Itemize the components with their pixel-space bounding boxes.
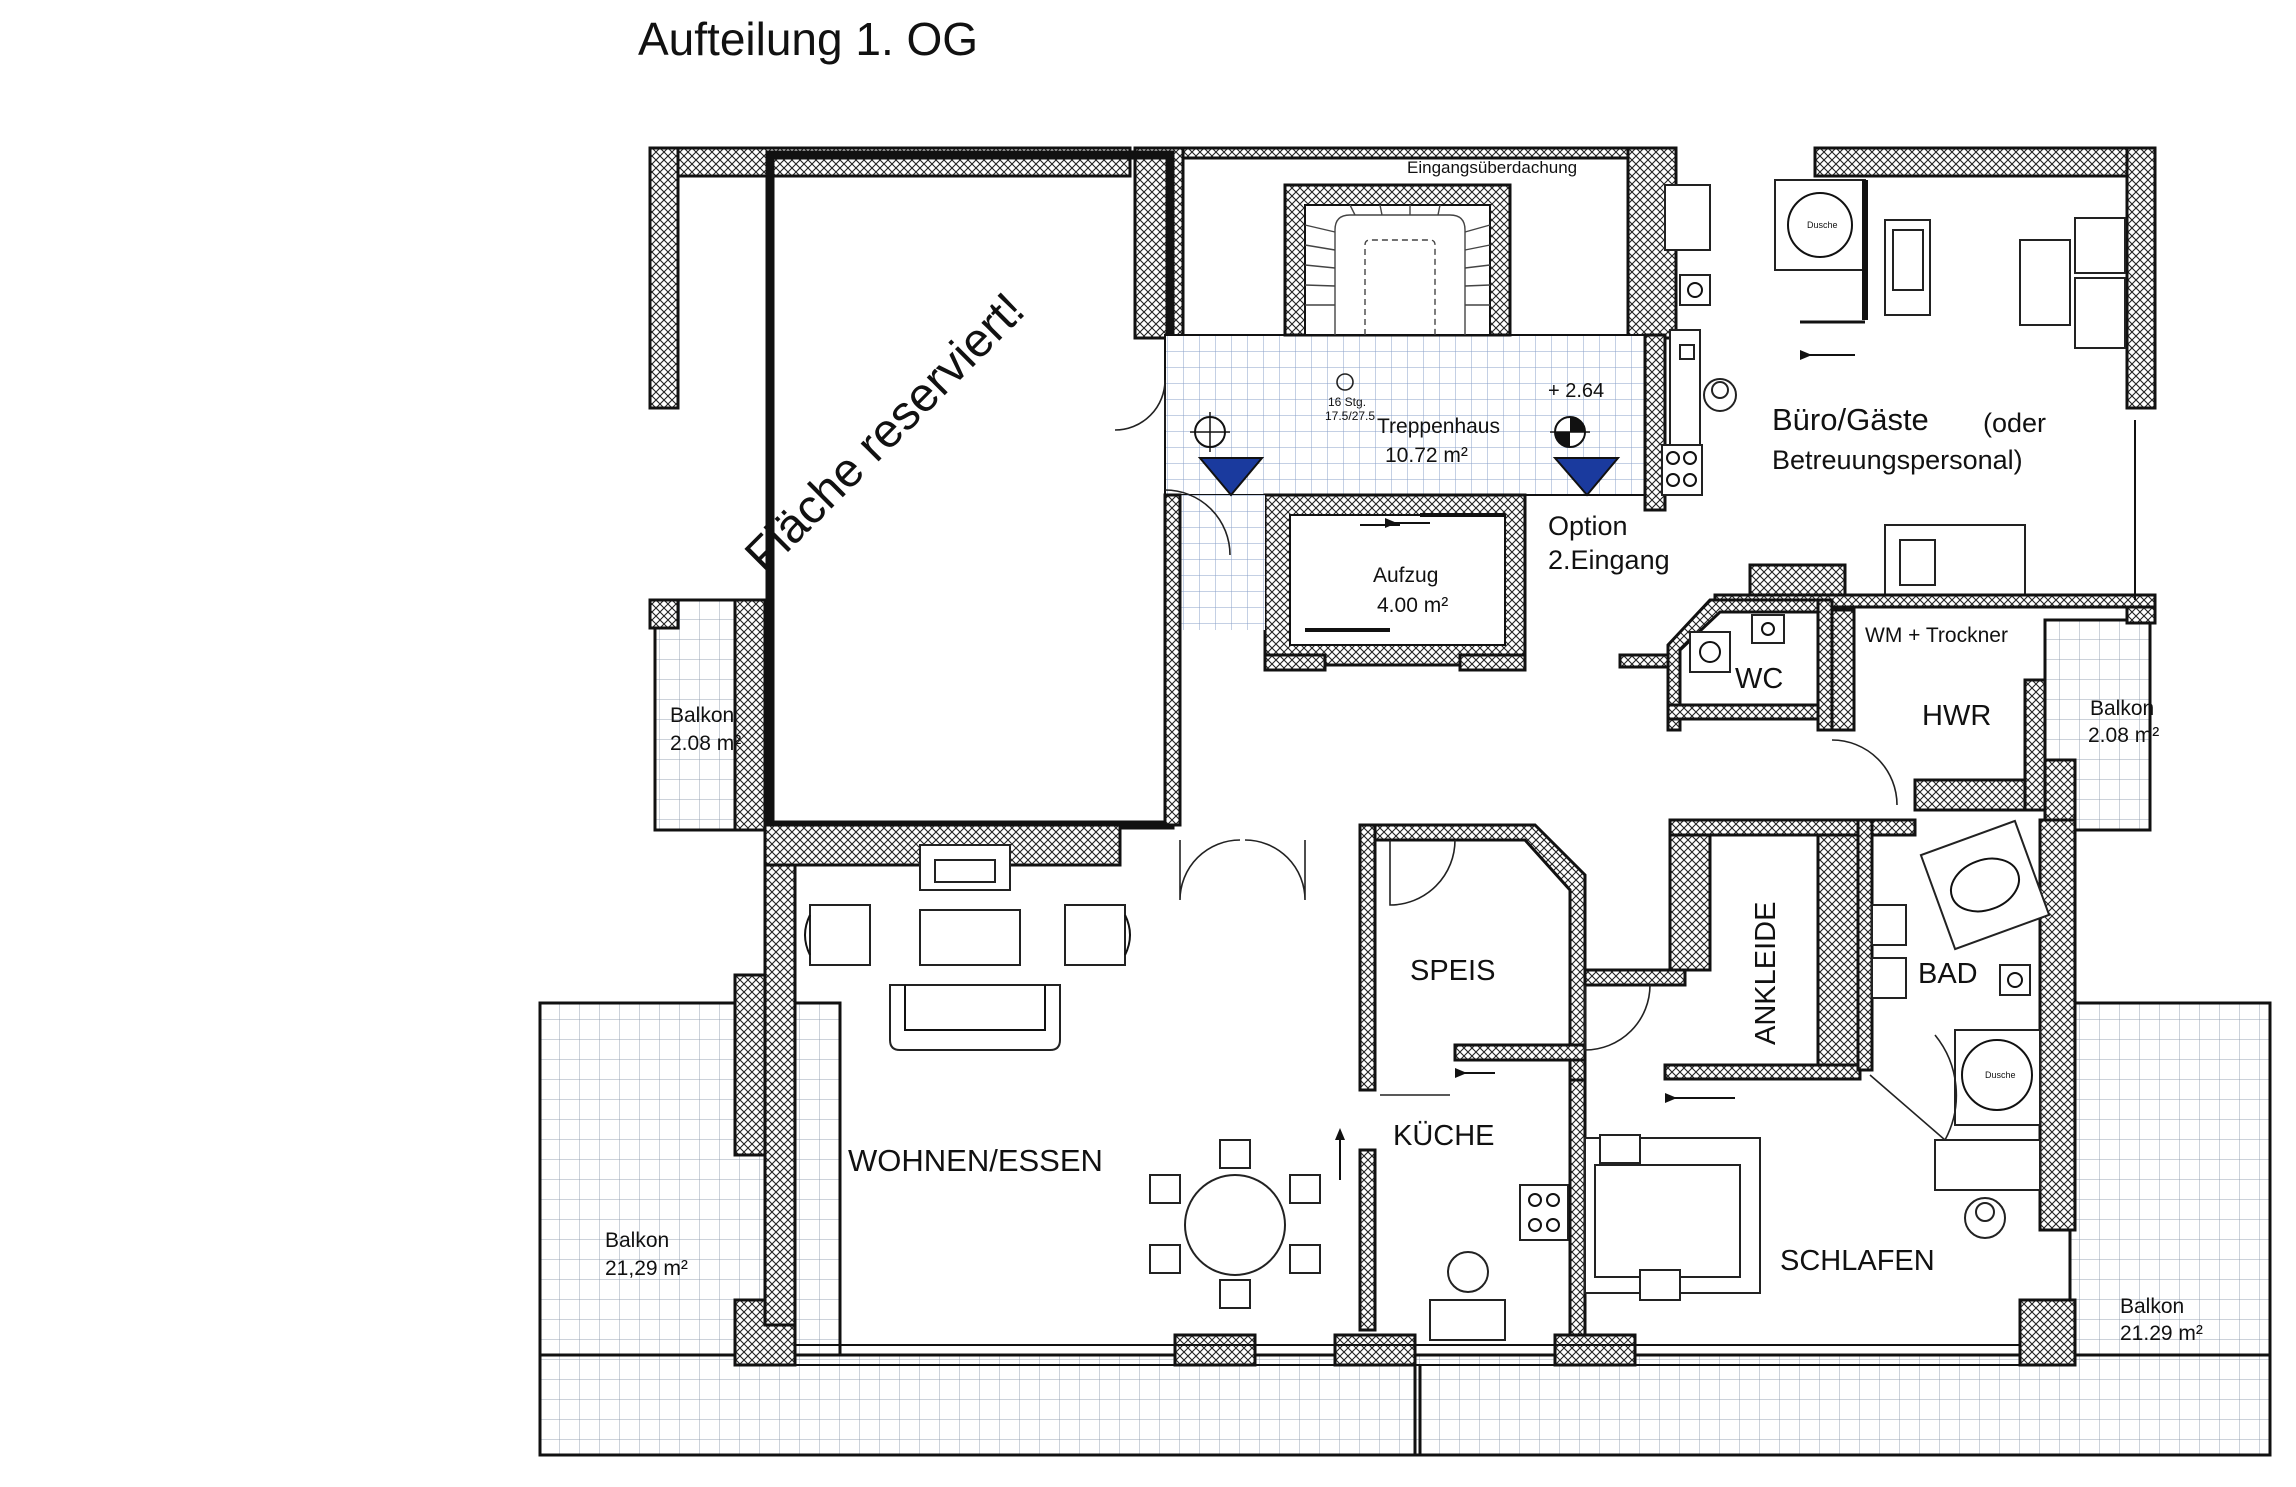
shower-icon: Dusche	[1954, 1029, 2041, 1126]
office-room-sublabel: Betreuungspersonal)	[1772, 445, 2023, 475]
toilet-icon	[1999, 964, 2031, 996]
dining-table-icon	[1149, 1139, 1321, 1309]
balcony-bottom-left-name: Balkon	[605, 1229, 669, 1252]
staircase-area	[1114, 183, 1646, 827]
balcony-bottom-right	[1413, 1001, 2272, 1457]
dressing-room-label: ANKLEIDE	[1750, 902, 1782, 1045]
balcony-bottom-left	[538, 1001, 1432, 1457]
shower-label-2: Dusche	[1985, 1070, 2016, 1080]
bathtub-icon	[1919, 819, 2051, 951]
stove-icon	[1661, 444, 1703, 496]
living-room	[763, 823, 1377, 1332]
shower-icon: Dusche	[1774, 179, 1866, 271]
utility-room	[1830, 608, 2047, 812]
entrance-canopy-label: Eingangsüberdachung	[1407, 158, 1577, 177]
chair-icon	[1064, 904, 1131, 966]
bed-icon	[1884, 524, 2026, 596]
stairs-dims-label: 17.5/27.5	[1325, 409, 1375, 423]
bedroom	[1568, 984, 2041, 1337]
person-icon	[1703, 378, 1737, 412]
living-room-label: WOHNEN/ESSEN	[848, 1143, 1103, 1178]
second-entrance-label: 2.Eingang	[1548, 545, 1670, 575]
toilet-icon	[1689, 631, 1731, 673]
pantry-label: SPEIS	[1410, 955, 1495, 987]
office-room-label: Büro/Gäste	[1772, 402, 1929, 437]
stairs-room-label: Treppenhaus	[1377, 415, 1500, 438]
stairs-area-label: 10.72 m²	[1385, 444, 1468, 467]
reserved-area-label: Fläche reserviert!	[735, 283, 1035, 583]
pantry-kitchen	[1373, 823, 1587, 1341]
person-icon	[1964, 1197, 2006, 1239]
plan-title: Aufteilung 1. OG	[638, 13, 978, 65]
balcony-small-left-name: Balkon	[670, 704, 734, 727]
dressing-room	[1583, 818, 1917, 1081]
sink-icon	[1751, 614, 1785, 644]
stairs-steps-label: 16 Stg.	[1328, 395, 1366, 409]
stairs-level-label: + 2.64	[1548, 380, 1604, 402]
chair-icon	[804, 904, 871, 966]
option-label: Option	[1548, 511, 1628, 541]
kitchen-label: KÜCHE	[1393, 1120, 1495, 1152]
sink-icon	[1871, 904, 1907, 999]
balcony-bottom-right-name: Balkon	[2120, 1295, 2184, 1318]
wc-room	[1618, 598, 1834, 732]
balcony-small-right-name: Balkon	[2090, 697, 2154, 720]
sofa-icon	[889, 984, 1061, 1051]
elevator-room-label: Aufzug	[1373, 564, 1438, 587]
wc-room-label: WC	[1735, 663, 1783, 695]
utility-room-label: HWR	[1922, 700, 1991, 732]
door-swing-icon	[1335, 518, 1495, 1180]
bathroom: Dusche	[1856, 818, 2077, 1232]
washer-dryer-label: WM + Trockner	[1865, 624, 2008, 647]
elevator-marker-icon	[1552, 457, 1621, 497]
elevator-marker-icon	[1197, 457, 1265, 497]
office-room-label-b: (oder	[1983, 408, 2046, 438]
shower-label-1: Dusche	[1807, 220, 1838, 230]
level-marker-icon	[1190, 412, 1590, 452]
bedroom-label: SCHLAFEN	[1780, 1245, 1935, 1277]
office-room: Dusche	[1643, 179, 2157, 609]
balcony-small-left-area: 2.08 m²	[670, 732, 741, 755]
bathroom-label: BAD	[1918, 958, 1978, 990]
balcony-bottom-right-area: 21.29 m²	[2120, 1322, 2203, 1345]
balcony-bottom-left-area: 21,29 m²	[605, 1257, 688, 1280]
bed-icon	[1584, 1134, 1761, 1301]
stair-icon	[1304, 204, 1491, 335]
balcony-small-right-area: 2.08 m²	[2088, 724, 2159, 747]
elevator-area-label: 4.00 m²	[1377, 594, 1448, 617]
toilet-icon	[1679, 274, 1711, 306]
